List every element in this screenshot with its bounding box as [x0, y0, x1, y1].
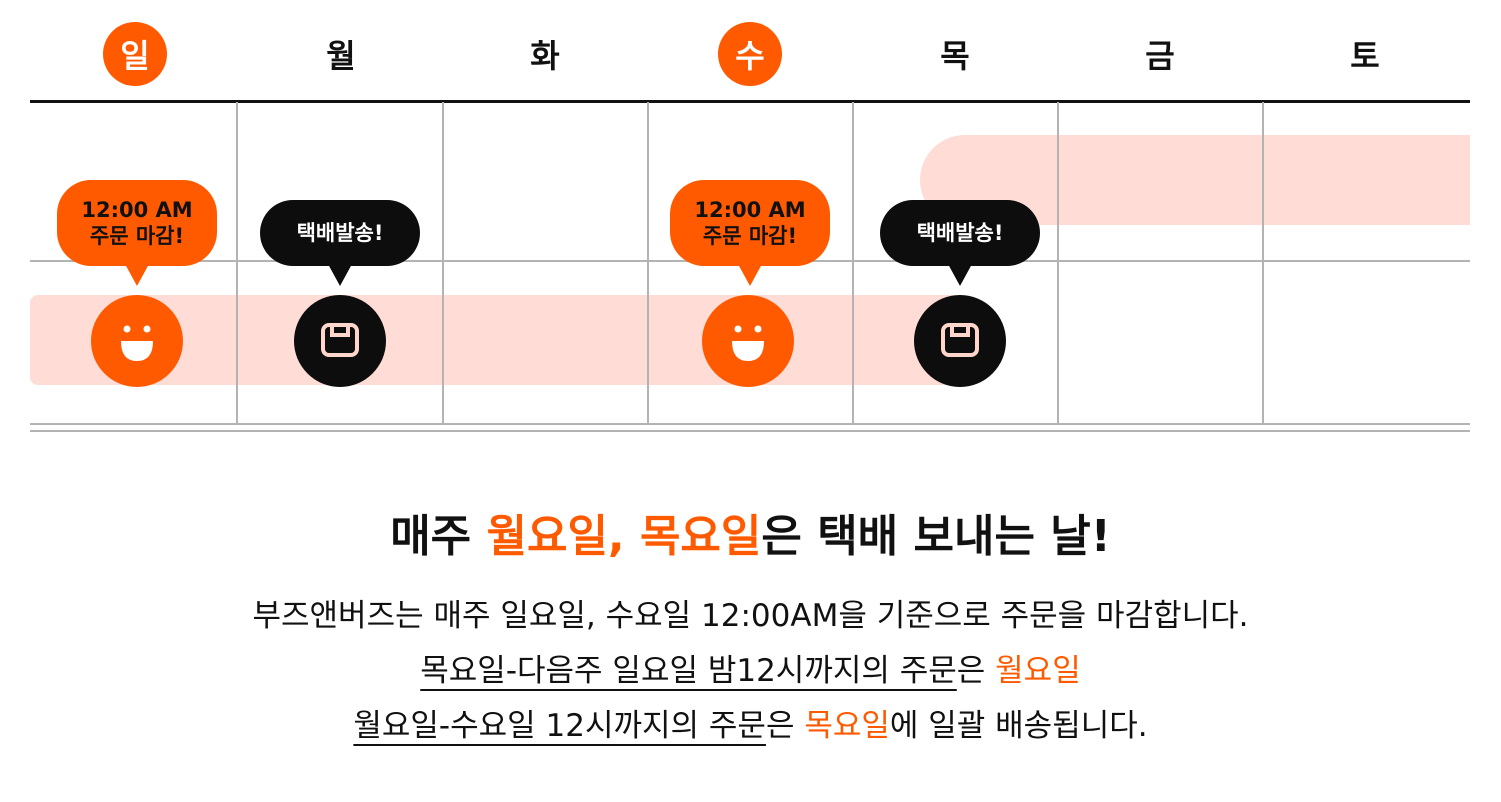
deadline-text: 주문 마감!: [89, 224, 185, 248]
grid-column-divider: [236, 102, 238, 424]
grid-column-divider: [1057, 102, 1059, 424]
monday-highlight: 월요일: [995, 653, 1081, 689]
package-box-icon: [914, 295, 1006, 387]
thursday-highlight: 목요일: [804, 708, 890, 744]
ship-bubble-monday: 택배발송!: [260, 200, 420, 266]
ship-bubble-thursday: 택배발송!: [880, 200, 1040, 266]
headline-suffix: 은 택배 보내는 날!: [761, 511, 1111, 562]
deadline-bubble-sunday: 12:00 AM 주문 마감!: [57, 180, 217, 266]
deadline-text: 주문 마감!: [702, 224, 798, 248]
day-saturday: 토: [1350, 37, 1380, 75]
smile-face-icon: [702, 295, 794, 387]
grid-bottom-line-2: [30, 430, 1470, 432]
day-wednesday: 수: [718, 22, 782, 86]
day-sunday: 일: [103, 22, 167, 86]
description-line-2: 목요일-다음주 일요일 밤12시까지의 주문은 월요일: [0, 645, 1501, 690]
monday-order-period: 목요일-다음주 일요일 밤12시까지의 주문: [420, 653, 957, 689]
grid-column-divider: [1262, 102, 1264, 424]
headline-highlight: 월요일, 목요일: [486, 511, 762, 562]
description-line-3: 월요일-수요일 12시까지의 주문은 목요일에 일괄 배송됩니다.: [0, 700, 1501, 745]
headline: 매주 월요일, 목요일은 택배 보내는 날!: [0, 500, 1501, 564]
grid-column-divider: [647, 102, 649, 424]
day-monday: 월: [326, 37, 356, 75]
thursday-order-period: 월요일-수요일 12시까지의 주문: [353, 708, 766, 744]
grid-column-divider: [442, 102, 444, 424]
smile-face-icon: [91, 295, 183, 387]
header-divider: [30, 100, 1470, 103]
day-thursday: 목: [940, 37, 970, 75]
line2-mid: 은: [956, 653, 996, 689]
line3-suffix: 에 일괄 배송됩니다.: [889, 708, 1148, 744]
headline-prefix: 매주: [390, 511, 487, 562]
package-box-icon: [294, 295, 386, 387]
ship-text: 택배발송!: [296, 220, 384, 245]
grid-bottom-line: [30, 423, 1470, 425]
grid-column-divider: [852, 102, 854, 424]
day-tuesday: 화: [530, 37, 560, 75]
description-line-1: 부즈앤버즈는 매주 일요일, 수요일 12:00AM을 기준으로 주문을 마감합…: [252, 598, 1249, 634]
deadline-time: 12:00 AM: [81, 197, 193, 222]
line3-mid: 은: [765, 708, 805, 744]
ship-text: 택배발송!: [916, 220, 1004, 245]
day-friday: 금: [1145, 37, 1175, 75]
deadline-time: 12:00 AM: [694, 197, 806, 222]
deadline-bubble-wednesday: 12:00 AM 주문 마감!: [670, 180, 830, 266]
order-period-band-2: [444, 295, 954, 385]
